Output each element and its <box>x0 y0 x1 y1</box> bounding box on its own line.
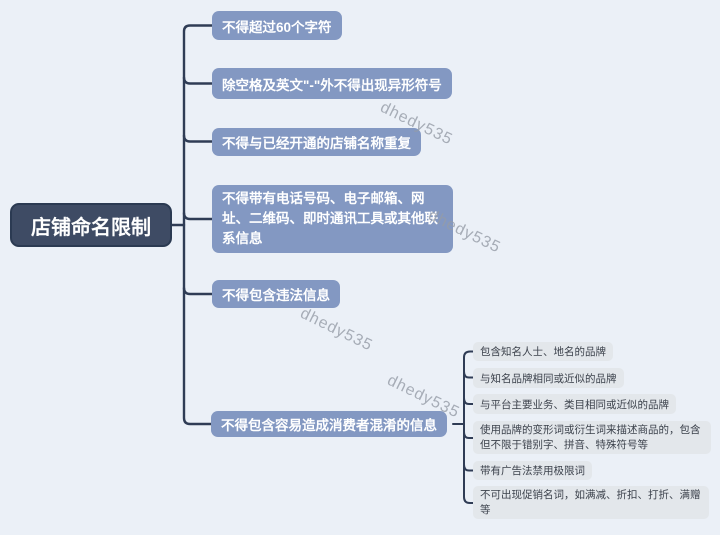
branch-node-symbol-restriction[interactable]: 除空格及英文"-"外不得出现异形符号 <box>212 68 452 99</box>
root-node-shop-naming-limits[interactable]: 店铺命名限制 <box>10 203 172 247</box>
leaf-node-ad-law-banned-words[interactable]: 带有广告法禁用极限词 <box>473 461 592 480</box>
branch-node-duplicate-name[interactable]: 不得与已经开通的店铺名称重复 <box>212 128 421 156</box>
leaf-node-brand-variant-words[interactable]: 使用品牌的变形词或衍生词来描述商品的，包含但不限于错别字、拼音、特殊符号等 <box>473 421 711 454</box>
leaf-node-famous-person-place-brand[interactable]: 包含知名人士、地名的品牌 <box>473 342 613 361</box>
leaf-node-similar-platform-business[interactable]: 与平台主要业务、类目相同或近似的品牌 <box>473 394 676 414</box>
branch-node-char-limit[interactable]: 不得超过60个字符 <box>212 11 342 40</box>
leaf-node-promo-words[interactable]: 不可出现促销名词，如满减、折扣、打折、满赠等 <box>473 486 709 519</box>
branch-node-illegal-info[interactable]: 不得包含违法信息 <box>212 280 340 308</box>
watermark-text: dhedy535 <box>297 305 376 355</box>
branch-node-confusing-info[interactable]: 不得包含容易造成消费者混淆的信息 <box>211 411 447 437</box>
leaf-node-similar-famous-brand[interactable]: 与知名品牌相同或近似的品牌 <box>473 368 624 388</box>
branch-node-contact-info[interactable]: 不得带有电话号码、电子邮箱、网址、二维码、即时通讯工具或其他联系信息 <box>212 185 453 253</box>
